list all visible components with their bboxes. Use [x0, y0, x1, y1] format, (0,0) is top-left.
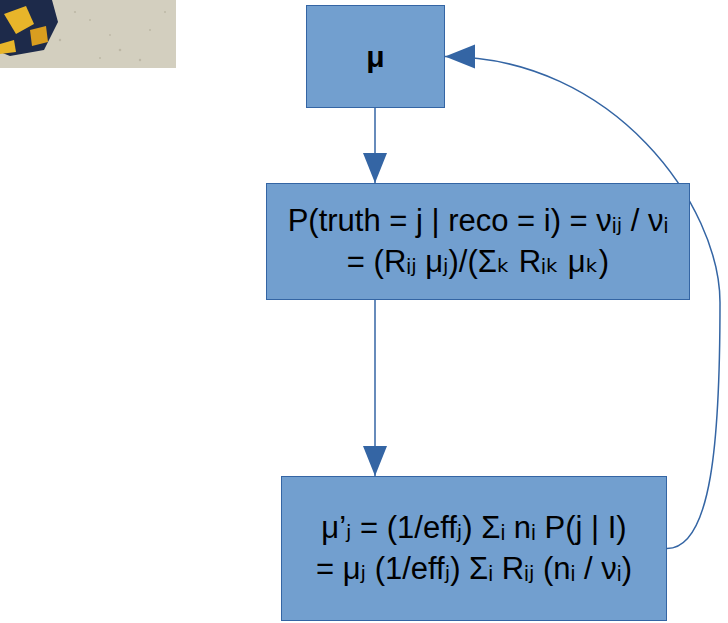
flow-arrow — [374, 300, 376, 476]
node-label: μ’ⱼ = (1/effⱼ) Σᵢ nᵢ P(j | I) = μⱼ (1/ef… — [315, 508, 633, 589]
cartoon-fragment — [0, 0, 176, 68]
value-box: μ — [306, 5, 445, 108]
node-label: μ — [366, 37, 385, 76]
flow-arrow — [445, 57, 720, 549]
process-box: P(truth = j | reco = i) = νᵢⱼ / νᵢ = (Rᵢ… — [266, 183, 690, 300]
flow-arrow — [374, 108, 376, 183]
node-label: P(truth = j | reco = i) = νᵢⱼ / νᵢ = (Rᵢ… — [287, 201, 670, 282]
process-box: μ’ⱼ = (1/effⱼ) Σᵢ nᵢ P(j | I) = μⱼ (1/ef… — [281, 476, 667, 621]
